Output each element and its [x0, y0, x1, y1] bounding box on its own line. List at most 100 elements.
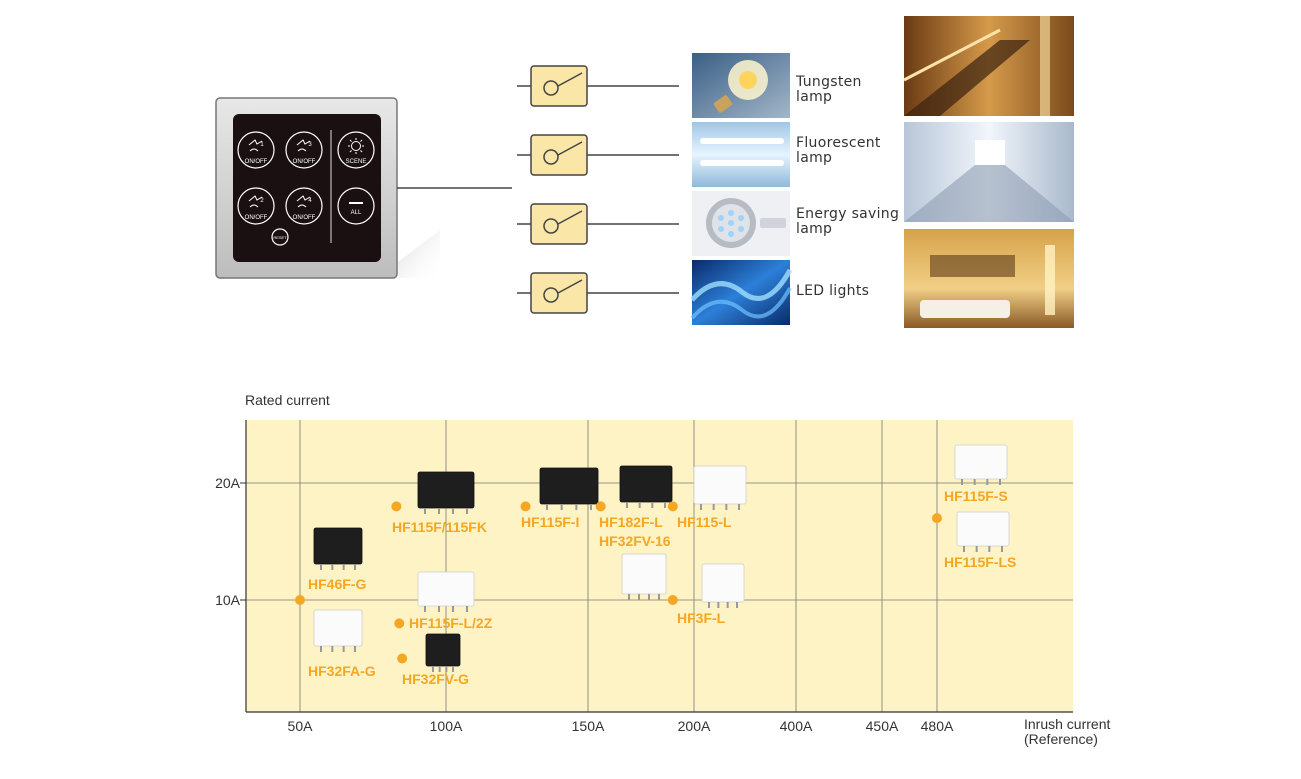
reset-label[interactable]: RESET: [273, 235, 287, 240]
btn4-label[interactable]: ON/OFF: [293, 215, 316, 221]
btn4-num: 4: [308, 198, 312, 204]
x-tick-label: 50A: [288, 718, 314, 734]
btn1-label[interactable]: ON/OFF: [245, 159, 268, 165]
btn3-num: 3: [308, 142, 312, 148]
scene-label[interactable]: SCENE: [346, 159, 367, 165]
relay-hf32fv-16-pin: [658, 594, 660, 600]
relay-hf115f-ls-pin: [975, 546, 978, 552]
point-hf115f-l-2z: [394, 618, 405, 629]
btn1-num: 1: [260, 142, 264, 148]
relay-hf115f-i-pin: [590, 504, 592, 510]
relay-hf115f-s-pin: [986, 479, 989, 485]
relay-hf115f: [417, 471, 475, 509]
relay-hf182f-l-pin: [651, 502, 654, 508]
relay-hf115-l-pin: [712, 504, 715, 510]
relay-hf3f-l-pin: [708, 602, 710, 608]
relay-hf115f-pin: [466, 508, 468, 514]
relay-hf32fv-g-pin: [438, 666, 441, 672]
label-hf115f-i: HF115F-I: [521, 514, 579, 530]
scene-icon: [348, 138, 364, 154]
relay-hf32fv-g-pin: [452, 666, 454, 672]
x-axis-title-line1: Inrush current: [1024, 716, 1111, 732]
relay-hf115f-pin: [452, 508, 454, 514]
label-hf3f-l: HF3F-L: [677, 610, 726, 626]
y-axis-title: Rated current: [245, 392, 330, 408]
relay-hf115f-l2z-pin: [424, 606, 426, 612]
relay-hf115f-ls-pin: [1001, 546, 1003, 552]
point-hf182f-l: [595, 501, 606, 512]
label-hf32fv-g: HF32FV-G: [402, 671, 469, 687]
led-lights-label: LED lights: [796, 284, 869, 299]
point-hf115f-115fk: [391, 501, 402, 512]
relay-hf115f-i-pin: [546, 504, 548, 510]
y-tick-label: 10A: [215, 592, 241, 608]
relay-hf115-l-pin: [725, 504, 728, 510]
x-tick-label: 100A: [430, 718, 463, 734]
relay-hf115f-ls-pin: [988, 546, 991, 552]
point-hf115f-s: [932, 513, 942, 524]
relay-hf46f-g-pin: [320, 564, 322, 570]
point-hf115-l: [667, 501, 678, 512]
label-hf46f-g: HF46F-G: [308, 576, 366, 592]
relay-hf32fa-g-pin: [320, 646, 322, 652]
relay-hf32fv-g-pin: [432, 666, 434, 672]
point-hf3f-l: [667, 595, 678, 605]
escalator-photo: [903, 16, 1074, 116]
relay-hf115-l-pin: [738, 504, 740, 510]
relay-hf115f-s-pin: [961, 479, 963, 485]
relay-symbols: [517, 65, 679, 314]
relay-symbol-3: [517, 203, 679, 245]
label-hf182f-l: HF182F-L: [599, 514, 663, 530]
btn3-label[interactable]: ON/OFF: [293, 159, 316, 165]
lamp-icon: [248, 139, 311, 208]
lamp-label-line1: Energy saving: [796, 206, 900, 222]
relay-hf32fv-g: [425, 633, 461, 667]
btn2-label[interactable]: ON/OFF: [245, 215, 268, 221]
point-hf32fv-g: [397, 653, 408, 664]
label-hf115f-115fk: HF115F/115FK: [392, 519, 487, 535]
relay-hf32fv-16-pin: [638, 594, 640, 600]
relay-hf32fa-g-pin: [342, 646, 345, 652]
relay-hf32fa-g-pin: [354, 646, 356, 652]
lamp-label-line1: LED lights: [796, 283, 870, 299]
relay-hf115f-i: [539, 467, 599, 505]
relay-hf115f-s-pin: [999, 479, 1001, 485]
x-tick-label: 200A: [678, 718, 711, 734]
relay-hf46f-g-pin: [342, 564, 345, 570]
relay-hf32fv-16-pin: [628, 594, 630, 600]
relay-hf32fv-16-pin: [648, 594, 650, 600]
relay-hf182f-l-pin: [626, 502, 628, 508]
lamp-label-line2: lamp: [796, 89, 833, 105]
relay-symbol-1: [517, 65, 679, 107]
all-label[interactable]: ALL: [351, 210, 362, 216]
living-room-photo: [904, 229, 1074, 328]
label-hf32fv-16: HF32FV-16: [599, 533, 671, 549]
lamp-label-line2: lamp: [796, 221, 833, 237]
point-hf115f-i: [520, 501, 531, 512]
relay-hf115f-ls-pin: [963, 546, 965, 552]
x-axis-title-line2: (Reference): [1024, 731, 1098, 747]
btn2-num: 2: [260, 198, 264, 204]
fluorescent-lamp-image: [692, 122, 790, 187]
label-hf115f-s: HF115F-S: [944, 488, 1008, 504]
relay-product-images: [313, 444, 1010, 672]
relay-hf46f-g: [313, 527, 363, 565]
tungsten-lamp-image: [692, 53, 790, 118]
relay-hf46f-g-pin: [354, 564, 356, 570]
chart-point-labels: HF46F-GHF32FA-GHF115F/115FKHF115F-L/2ZHF…: [308, 488, 1016, 687]
label-hf115f-ls: HF115F-LS: [944, 554, 1016, 570]
hallway-photo: [904, 122, 1074, 222]
led-lights-image: [690, 260, 793, 325]
lamp-label-line1: Fluorescent: [796, 135, 881, 151]
relay-symbol-4: [517, 272, 679, 314]
relay-hf3f-l-pin: [736, 602, 738, 608]
label-hf115-l: HF115-L: [677, 514, 732, 530]
tungsten-lamp-label: Tungsten lamp: [796, 75, 862, 105]
relay-hf32fa-g: [313, 609, 363, 647]
relay-hf115f-s: [954, 444, 1008, 480]
relay-hf115-l-pin: [700, 504, 702, 510]
relay-hf115f-ls: [956, 511, 1010, 547]
point-hf46f-g: [295, 595, 305, 605]
relay-hf115f-pin: [424, 508, 426, 514]
